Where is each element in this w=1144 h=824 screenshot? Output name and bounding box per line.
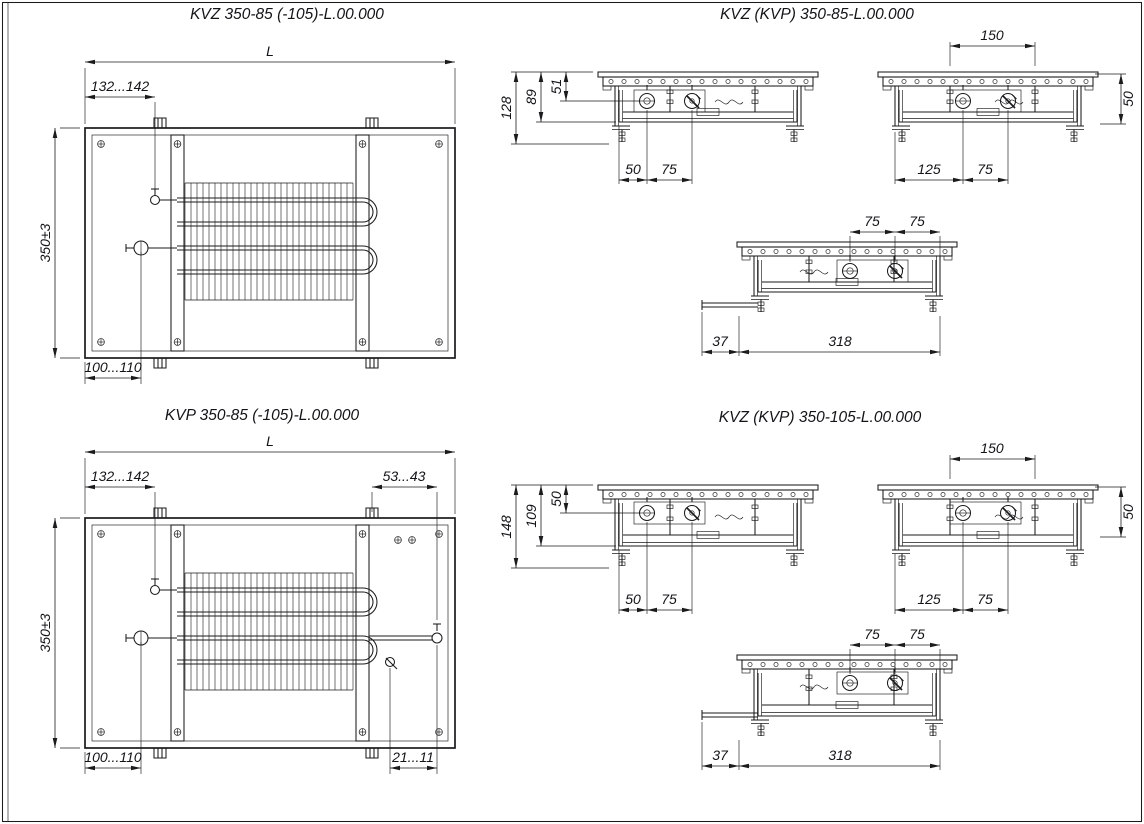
dim-label-50: 50 (625, 161, 641, 177)
view-plan-kvp: KVP 350-85 (-105)-L.00.000 L 132...142 5… (37, 407, 455, 774)
dim-label-75b: 75 (909, 213, 925, 229)
view-title: KVP 350-85 (-105)-L.00.000 (165, 407, 360, 424)
dim-label-132-142: 132...142 (91, 78, 150, 94)
dim-label-350: 350±3 (37, 223, 53, 262)
dim-label-150: 150 (980, 440, 1004, 456)
dims-105-right: 150 50 125 75 (894, 440, 1136, 614)
dims-85-bottom: 75 75 37 318 (701, 213, 941, 356)
dim-label-75a: 75 (864, 626, 880, 642)
dim-label-right-75: 75 (977, 161, 993, 177)
dim-label-37: 37 (712, 333, 729, 349)
view-title: KVZ 350-85 (-105)-L.00.000 (190, 6, 384, 23)
dim-label-125: 125 (917, 161, 941, 177)
dim-label-100-110: 100...110 (84, 359, 142, 375)
dim-label-350: 350±3 (37, 613, 53, 652)
dims-85-left: 51 89 128 50 75 (498, 71, 693, 184)
dim-label-75a: 75 (864, 213, 880, 229)
dim-label-right-50: 50 (1120, 91, 1136, 107)
dim-label-318: 318 (828, 747, 852, 763)
dim-label-318: 318 (828, 333, 852, 349)
view-plan-kvz: KVZ 350-85 (-105)-L.00.000 L 132...142 3… (37, 6, 455, 384)
dim-label-109: 109 (523, 504, 539, 528)
dims-105-bottom: 75 75 37 318 (701, 626, 941, 770)
dim-label-148: 148 (498, 515, 514, 539)
view-sections-105: KVZ (KVP) 350-105-L.00.000 50 109 148 50… (498, 409, 1136, 770)
dimensions-plan-kvp: L 132...142 53...43 350±3 100...110 21..… (37, 433, 456, 774)
dim-label-89: 89 (523, 89, 539, 105)
dim-label-53-43: 53...43 (383, 468, 426, 484)
dim-label-75b: 75 (909, 626, 925, 642)
dimensions-plan-kvz: L 132...142 350±3 100...110 (37, 43, 456, 384)
dim-label-75: 75 (661, 161, 677, 177)
dim-label-21-11: 21...11 (391, 749, 434, 765)
dim-label-75: 75 (661, 591, 677, 607)
dim-label-right-75: 75 (977, 591, 993, 607)
view-title: KVZ (KVP) 350-105-L.00.000 (719, 409, 922, 426)
dim-label-37: 37 (712, 747, 729, 763)
dim-label-L: L (266, 433, 274, 449)
view-title: KVZ (KVP) 350-85-L.00.000 (720, 6, 914, 23)
dim-label-right-50: 50 (1120, 504, 1136, 520)
dim-label-100-110: 100...110 (84, 749, 142, 765)
dim-label-L: L (266, 43, 274, 59)
view-sections-85: KVZ (KVP) 350-85-L.00.000 51 89 128 50 7… (498, 6, 1136, 356)
dim-label-51: 51 (548, 79, 564, 95)
dim-label-150: 150 (980, 27, 1004, 43)
dim-label-125: 125 (917, 591, 941, 607)
dims-105-left: 50 109 148 50 75 (498, 484, 693, 614)
dims-85-right: 150 50 125 75 (894, 27, 1136, 184)
dim-label-left-50: 50 (625, 591, 641, 607)
dim-label-50: 50 (548, 491, 564, 507)
dim-label-132-142: 132...142 (91, 468, 150, 484)
dim-label-128: 128 (498, 96, 514, 120)
